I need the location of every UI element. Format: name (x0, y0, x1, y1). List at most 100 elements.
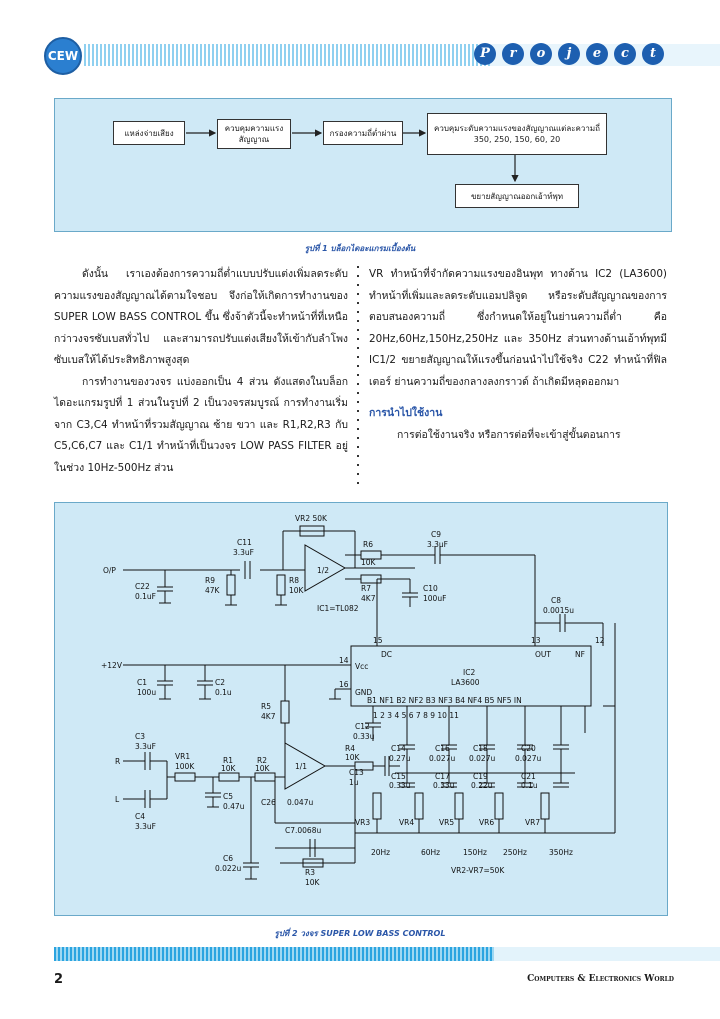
paragraph: ดังนั้น เราเองต้องการความถี่ต่ำแบบปรับแต… (54, 268, 348, 366)
label: R1 (223, 756, 233, 765)
block-gain-control: ควบคุมความแรง สัญญาณ (217, 119, 291, 149)
label: C19 (473, 772, 488, 781)
schematic-diagram: VR2 50K C11 3.3uF 1/2 R6 10K C9 3.3uF O/… (54, 502, 668, 916)
label: 10K (361, 558, 377, 567)
label: C9 (431, 530, 441, 539)
label: 16 (339, 680, 349, 689)
label: GND (355, 688, 372, 697)
label: C20 (521, 744, 536, 753)
label: 4K7 (361, 594, 376, 603)
label: 350Hz (549, 848, 573, 857)
label: C18 (473, 744, 488, 753)
section-letter: t (642, 43, 664, 65)
label: 0.22u (471, 781, 493, 790)
paragraph: การทำงานของวงจร แบ่งออกเป็น 4 ส่วน ดังแส… (54, 375, 348, 474)
label: C21 (521, 772, 536, 781)
label: 0.47u (223, 802, 245, 811)
label: VR5 (439, 818, 454, 827)
label: 1/2 (317, 566, 329, 575)
label: 0.1u (521, 781, 538, 790)
label: 12 (595, 636, 605, 645)
label: R8 (289, 576, 299, 585)
label: VR2 50K (295, 514, 328, 523)
footer-stripe-light (494, 947, 720, 961)
block-diagram-arrows (186, 129, 519, 183)
label: C4 (135, 812, 145, 821)
label: 250Hz (503, 848, 527, 857)
block-low-pass: กรองความถี่ต่ำผ่าน (323, 121, 403, 145)
figure1-caption: รูปที่ 1 บล็อกไดอะแกรมเบื้องต้น (304, 244, 416, 253)
label: C6 (223, 854, 233, 863)
label: 0.047u (287, 798, 313, 807)
label: IC2 (463, 668, 475, 677)
label: C5 (223, 792, 233, 801)
footer-stripe (54, 947, 494, 961)
label: 0.1u (215, 688, 232, 697)
block-label: ควบคุมระดับความแรงของสัญญาณแต่ละความถี่ (434, 124, 600, 133)
label: R9 (205, 576, 215, 585)
label: O/P (103, 566, 116, 575)
block-sound-source: แหล่งจ่ายเสียง (113, 121, 185, 145)
label: 1 2 3 4 5 6 7 8 9 10 11 (373, 711, 459, 720)
section-letter: r (502, 43, 524, 65)
label: 15 (373, 636, 383, 645)
figure2-caption: รูปที่ 2 วงจร SUPER LOW BASS CONTROL (274, 929, 446, 938)
label: C16 (435, 744, 450, 753)
section-letter: e (586, 43, 608, 65)
label: VR6 (479, 818, 494, 827)
label: 150Hz (463, 848, 487, 857)
paragraph: VR ทำหน้าที่จำกัดความแรงของอินพุท ทางด้า… (369, 268, 667, 388)
label: 0.027u (469, 754, 495, 763)
label: 0.022u (215, 864, 241, 873)
label: C7.0068u (285, 826, 321, 835)
label: R4 (345, 744, 355, 753)
label: 0.0015u (543, 606, 574, 615)
block-label: ขยายสัญญาณออกเอ้าท์พุท (470, 191, 564, 201)
label: VR2-VR7=50K (451, 866, 505, 875)
label: 0.27u (389, 754, 411, 763)
label: C17 (435, 772, 450, 781)
label: 3.3uF (233, 548, 254, 557)
label: 0.1uF (135, 592, 156, 601)
section-letter: j (558, 43, 580, 65)
label: 3.3uF (135, 742, 156, 751)
label: 0.33u (433, 781, 455, 790)
label: VR4 (399, 818, 414, 827)
label: 0.027u (429, 754, 455, 763)
label: R6 (363, 540, 373, 549)
page-number: 2 (54, 972, 64, 987)
section-letter: o (530, 43, 552, 65)
block-label: กรองความถี่ต่ำผ่าน (329, 128, 397, 138)
label: 10K (345, 753, 361, 762)
label: VR1 (175, 752, 190, 761)
label: 0.33u (353, 732, 375, 741)
label: 3.3uF (135, 822, 156, 831)
label: 60Hz (421, 848, 440, 857)
section-letter: c (614, 43, 636, 65)
label: C11 (237, 538, 252, 547)
block-band-level: ควบคุมระดับความแรงของสัญญาณแต่ละความถี่ … (427, 113, 607, 155)
label: R2 (257, 756, 267, 765)
paragraph: การต่อใช้งานจริง หรือการต่อที่จะเข้าสู่ข… (397, 428, 621, 441)
label: 3.3uF (427, 540, 448, 549)
label: C8 (551, 596, 561, 605)
label: C15 (391, 772, 406, 781)
left-column: ดังนั้น เราเองต้องการความถี่ต่ำแบบปรับแต… (54, 264, 348, 479)
label: DC (381, 650, 392, 659)
label: 10K (289, 586, 305, 595)
label: 10K (305, 878, 321, 887)
magazine-logo: CEW (44, 37, 82, 75)
label: 4K7 (261, 712, 276, 721)
band-frequencies: 350, 250, 150, 60, 20 (473, 135, 561, 144)
column-separator (357, 266, 359, 488)
label: R3 (305, 868, 315, 877)
block-label: แหล่งจ่ายเสียง (124, 128, 174, 138)
label: 47K (205, 586, 221, 595)
label: 10K (221, 764, 237, 773)
label: 20Hz (371, 848, 390, 857)
header-stripe (84, 44, 490, 66)
label: VR3 (355, 818, 370, 827)
label: 100u (137, 688, 156, 697)
magazine-brand: Computers & Electronics World (527, 974, 674, 984)
label: NF (575, 650, 585, 659)
